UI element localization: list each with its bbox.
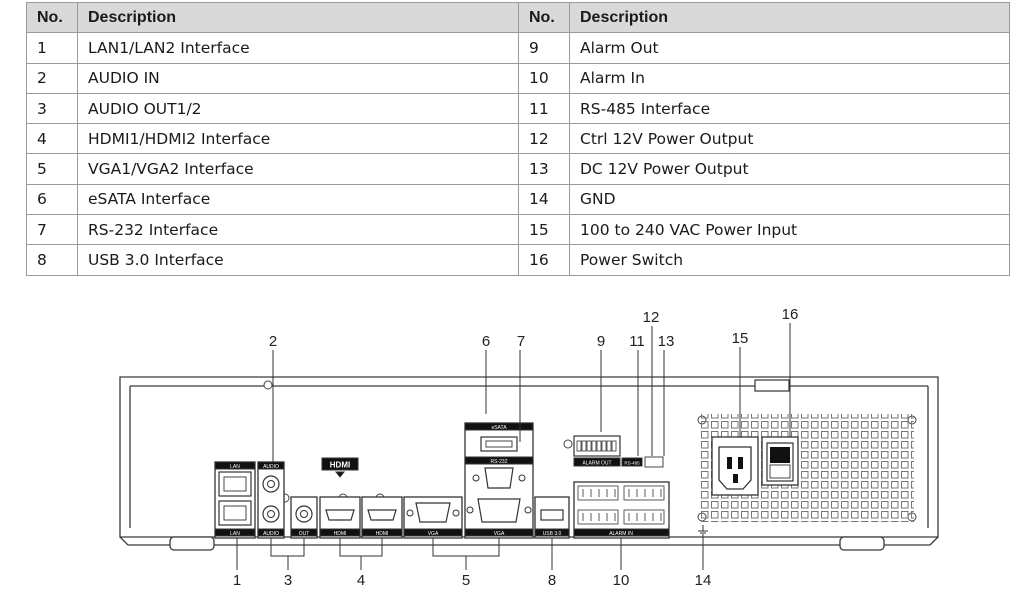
- alarm-out-label: ALARM OUT: [582, 461, 611, 467]
- callout-1: 1: [233, 572, 241, 589]
- callout-9: 9: [597, 333, 605, 350]
- header-no-left: No.: [26, 1, 78, 34]
- lan-top-label: LAN: [230, 464, 240, 470]
- cell-description: AUDIO IN: [77, 62, 519, 94]
- alarm-in-label: ALARM IN: [609, 531, 633, 537]
- foot-right: [839, 536, 885, 551]
- callout-15: 15: [732, 330, 749, 347]
- callout-2: 2: [269, 333, 277, 350]
- callout-3: 3: [284, 572, 292, 589]
- callout-6: 6: [482, 333, 490, 350]
- header-description-right: Description: [569, 1, 1010, 34]
- cell-no: 5: [26, 153, 78, 185]
- usb-port: USB 3.0: [534, 496, 570, 539]
- alarm-block: ALARM OUT RS-485 ALARM IN: [573, 435, 670, 539]
- vga1-label: VGA: [428, 531, 439, 537]
- cell-no: 7: [26, 214, 78, 246]
- hdmi1-label: HDMI: [334, 531, 347, 537]
- cell-no: 1: [26, 32, 78, 64]
- audio-out-label: OUT: [299, 531, 310, 537]
- audio-bottom-label: AUDIO: [263, 531, 279, 537]
- cell-description: DC 12V Power Output: [569, 153, 1010, 185]
- power-switch-icon: [766, 442, 794, 482]
- audio-ports: AUDIO AUDIO OUT: [257, 461, 318, 539]
- cell-description: Ctrl 12V Power Output: [569, 123, 1010, 155]
- cell-description: Alarm In: [569, 62, 1010, 94]
- cell-description: Power Switch: [569, 244, 1010, 276]
- callout-12: 12: [643, 309, 660, 326]
- rs232-label: RS-232: [491, 459, 508, 465]
- cell-description: USB 3.0 Interface: [77, 244, 519, 276]
- cell-no: 8: [26, 244, 78, 276]
- callout-7: 7: [517, 333, 525, 350]
- table-header-row: No. Description No. Description: [26, 1, 1010, 34]
- esata-rs232-vga2-block: eSATA RS-232 VGA: [464, 422, 534, 539]
- audio-top-label: AUDIO: [263, 464, 279, 470]
- cell-no: 14: [518, 183, 570, 216]
- power-supply: [700, 379, 914, 522]
- cell-no: 13: [518, 153, 570, 185]
- cell-description: eSATA Interface: [77, 183, 519, 216]
- cell-no: 11: [518, 92, 570, 125]
- lan-bottom-label: LAN: [230, 531, 240, 537]
- usb-label: USB 3.0: [543, 531, 562, 537]
- lan-ports: LAN LAN: [214, 461, 256, 539]
- hdmi-logo: HDMI: [330, 461, 350, 470]
- esata-label: eSATA: [491, 425, 507, 431]
- callout-16: 16: [782, 306, 799, 323]
- callout-11: 11: [629, 333, 645, 350]
- cell-no: 16: [518, 244, 570, 276]
- cell-description: AUDIO OUT1/2: [77, 92, 519, 125]
- vga2-label: VGA: [494, 531, 505, 537]
- callout-numbers: 1 2 3 4 5 6 7 8 9 10 11 12 13 14 15 16: [233, 306, 799, 589]
- callout-5: 5: [462, 572, 470, 589]
- callout-10: 10: [613, 572, 630, 589]
- cell-description: 100 to 240 VAC Power Input: [569, 214, 1010, 246]
- cell-description: LAN1/LAN2 Interface: [77, 32, 519, 64]
- callout-13: 13: [658, 333, 675, 350]
- callout-8: 8: [548, 572, 556, 589]
- hdmi2-label: HDMI: [376, 531, 389, 537]
- alarm-in-terminals: [577, 485, 665, 525]
- callout-14: 14: [695, 572, 712, 589]
- ac-inlet-icon: [718, 446, 752, 490]
- foot-left: [169, 536, 215, 551]
- cell-description: VGA1/VGA2 Interface: [77, 153, 519, 185]
- gnd-symbol-icon: [698, 525, 708, 536]
- rs485-label: RS-485: [624, 461, 640, 466]
- vga1-port: VGA: [403, 496, 463, 539]
- cell-no: 3: [26, 92, 78, 125]
- callout-4: 4: [357, 572, 365, 589]
- callout-leader-lines: [236, 323, 791, 570]
- cell-no: 12: [518, 123, 570, 155]
- alarm-out-terminals: [576, 440, 617, 452]
- hdmi-ports: HDMI HDMI HDMI: [319, 457, 403, 539]
- cell-no: 2: [26, 62, 78, 94]
- cell-no: 10: [518, 62, 570, 94]
